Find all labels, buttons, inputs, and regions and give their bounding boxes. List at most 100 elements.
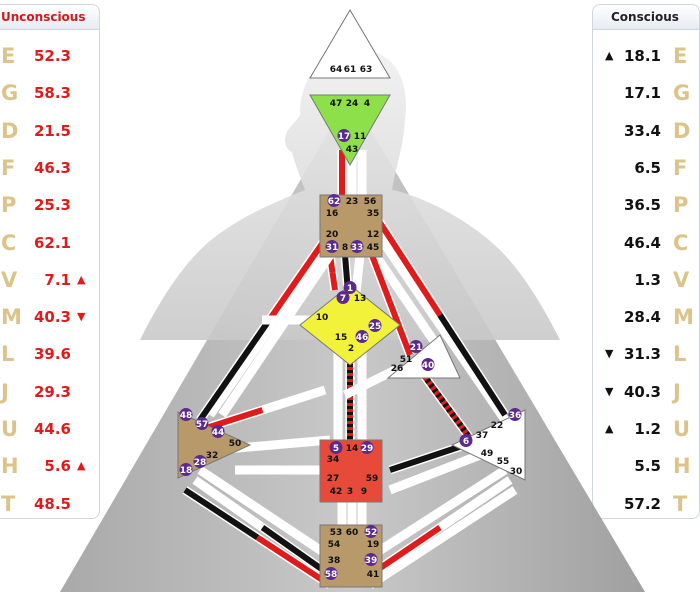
gate-label: 55 (497, 457, 510, 467)
unconscious-row: E 52.3 (1, 41, 101, 71)
planet-letter: E (673, 44, 688, 68)
planet-letter: D (1, 118, 19, 143)
planet-letter: C (1, 230, 17, 255)
gate-label: 7 (340, 294, 346, 304)
direction-icon: ▲ (605, 49, 614, 62)
channel-line (198, 385, 327, 435)
channel-line (367, 476, 513, 579)
gate-label: 27 (327, 474, 340, 484)
activation-value: 28.4 (623, 308, 661, 327)
gate-label: 51 (400, 355, 413, 365)
gate-activation-marker (343, 281, 357, 294)
gate-activation-marker (329, 441, 343, 454)
channel-line (371, 227, 509, 423)
gate-label: 16 (326, 209, 339, 219)
activation-value: 5.5 (634, 457, 661, 476)
gate-label: 64 (330, 65, 343, 75)
gate-label: 31 (326, 243, 339, 253)
gate-label: 20 (326, 230, 339, 240)
head-center (309, 9, 391, 79)
activation-value: 5.6 (44, 457, 71, 476)
activation-value: 39.6 (33, 345, 71, 364)
gate-label: 8 (342, 243, 348, 253)
gate-label: 34 (327, 455, 340, 465)
planet-letter: P (673, 193, 689, 218)
activation-value: 40.3 (623, 382, 661, 401)
conscious-row: E 18.1 ▲ (593, 41, 693, 71)
gate-label: 32 (206, 451, 219, 461)
planet-letter: L (1, 342, 15, 367)
gate-label: 63 (360, 65, 373, 75)
ajna-center (309, 94, 391, 167)
channel-line (388, 440, 467, 475)
gate-label: 13 (354, 294, 367, 304)
unconscious-row: P 25.3 (1, 190, 101, 220)
gate-label: 19 (367, 540, 380, 550)
planet-letter: T (673, 491, 688, 516)
direction-icon: ▼ (605, 384, 614, 398)
planet-letter: M (1, 305, 22, 330)
channel-activation (417, 368, 478, 447)
activation-value: 6.5 (634, 158, 661, 177)
planet-letter: J (1, 379, 9, 404)
gate-label: 23 (346, 197, 359, 207)
gate-activation-marker (508, 408, 522, 421)
activation-value: 25.3 (33, 196, 71, 215)
silhouette (140, 49, 560, 340)
planet-letter: E (1, 44, 16, 68)
channel-line (368, 247, 444, 353)
gate-label: 53 (330, 528, 343, 538)
channel-line (371, 212, 509, 418)
gate-label: 3 (347, 487, 353, 497)
channel-activation (327, 254, 336, 273)
gate-label: 1 (347, 284, 353, 294)
planet-letter: F (673, 155, 688, 180)
body-background (60, 95, 645, 592)
gate-activation-marker (459, 434, 473, 447)
gate-label: 4 (364, 99, 370, 109)
channel-line (416, 367, 479, 448)
channel-activation (368, 525, 442, 578)
planet-letter: T (1, 491, 16, 516)
planet-letter: P (1, 193, 17, 218)
gate-label: 52 (365, 528, 378, 538)
activation-value: 52.3 (33, 47, 71, 65)
gate-label: 40 (422, 361, 435, 371)
planet-letter: F (1, 155, 16, 180)
conscious-row: F 6.5 (593, 153, 693, 183)
gate-label: 6 (463, 437, 469, 447)
gate-activation-marker (421, 358, 435, 371)
planet-letter: L (673, 342, 687, 367)
channel-line (342, 365, 398, 400)
channel-activation (197, 320, 270, 422)
ego-center (386, 334, 461, 379)
activation-value: 58.3 (33, 84, 71, 103)
activation-value: 7.1 (44, 270, 71, 289)
channel-activation (265, 223, 338, 325)
channel-line (197, 466, 338, 564)
gate-label: 61 (344, 65, 357, 75)
gate-activation-marker (211, 425, 225, 438)
gate-label: 42 (330, 487, 343, 497)
gate-activation-marker (355, 330, 369, 343)
gate-label: 2 (348, 344, 354, 354)
gate-activation-marker (336, 291, 350, 304)
channel-line (206, 252, 324, 418)
spleen-center (177, 411, 252, 479)
gate-label: 22 (491, 421, 504, 431)
gate-label: 33 (351, 243, 364, 253)
activation-value: 36.5 (623, 196, 661, 215)
activation-value: 18.1 (623, 47, 661, 65)
gate-activation-marker (324, 567, 338, 580)
sacral-center (319, 439, 383, 503)
